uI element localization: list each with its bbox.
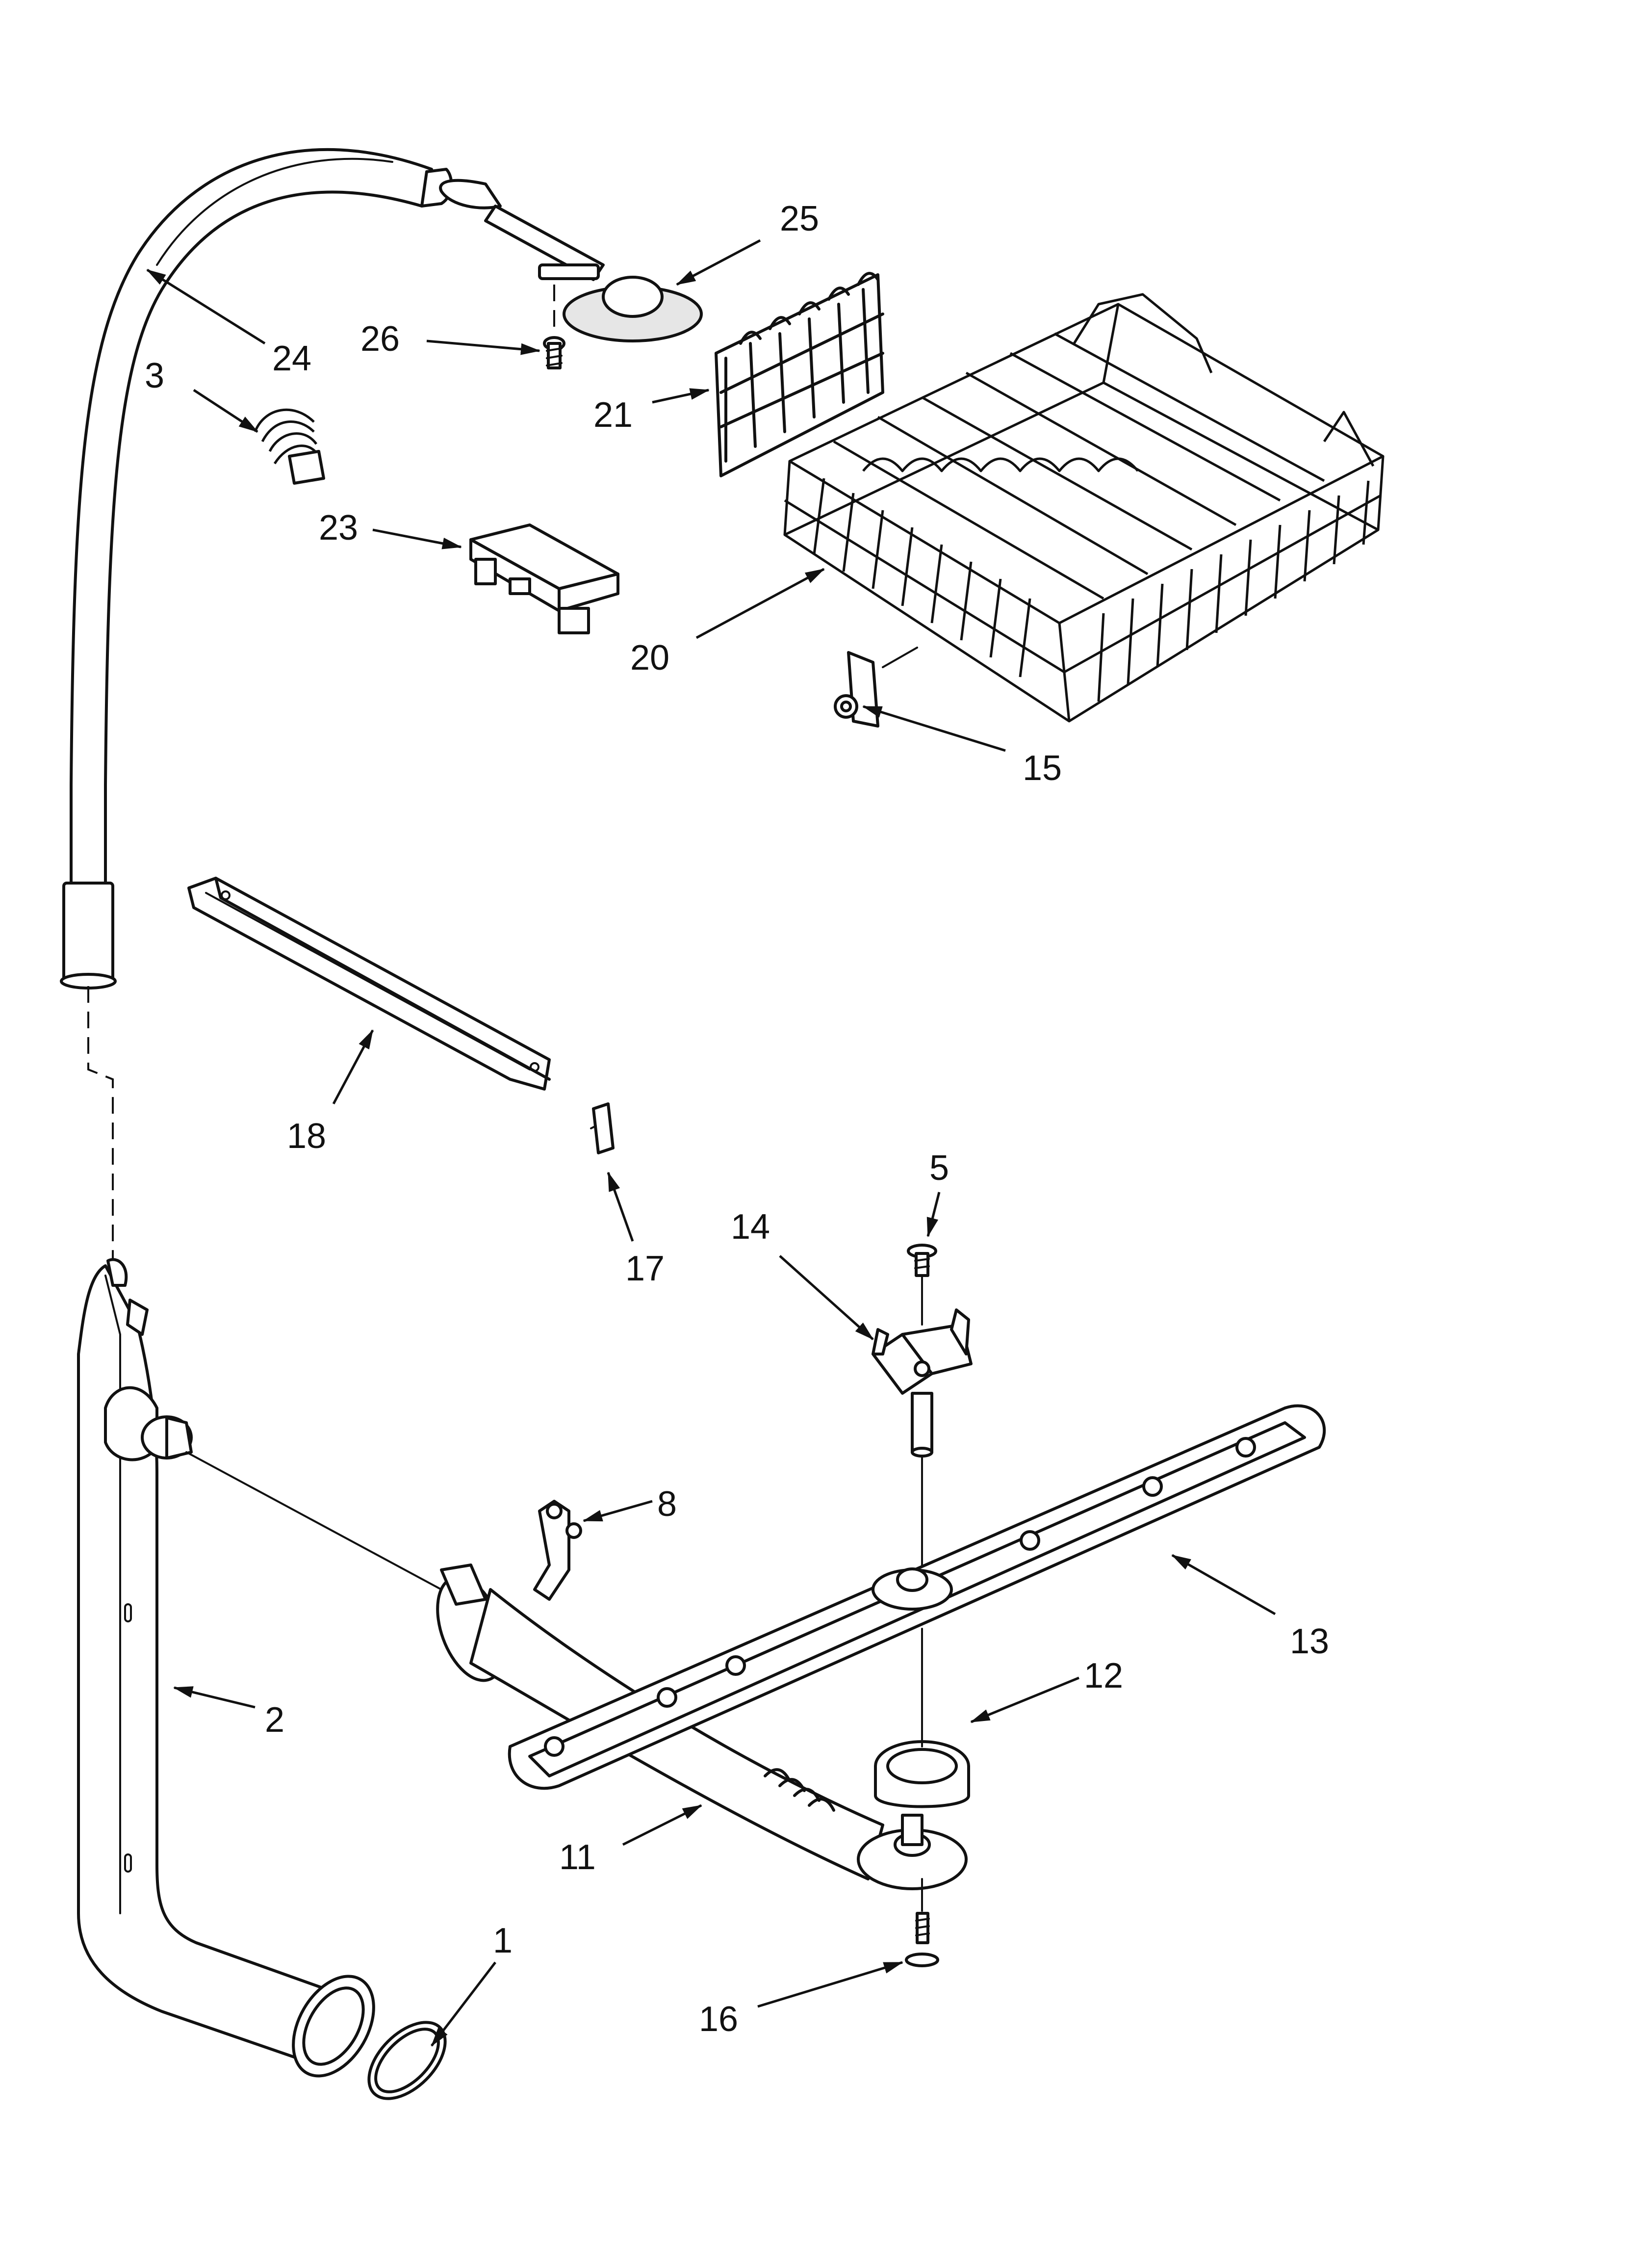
leader-8 bbox=[583, 1500, 653, 1522]
screw-part-5 bbox=[907, 1244, 937, 1277]
leader-14 bbox=[779, 1255, 874, 1340]
rack-clip-part bbox=[834, 651, 879, 728]
leader-18 bbox=[332, 1029, 374, 1105]
upper-supply-tube-part bbox=[60, 148, 453, 990]
leader-26 bbox=[426, 339, 540, 355]
callout-11: 11 bbox=[559, 1838, 596, 1877]
wire-clip-part bbox=[254, 408, 325, 485]
clip-alignment bbox=[882, 647, 918, 668]
leader-23 bbox=[372, 528, 462, 549]
callout-23: 23 bbox=[319, 508, 358, 547]
leader-24 bbox=[146, 268, 266, 345]
leader-12 bbox=[970, 1676, 1079, 1723]
leader-21 bbox=[652, 388, 710, 404]
callout-3: 3 bbox=[145, 356, 164, 395]
leader-1 bbox=[431, 1961, 496, 2047]
leader-16 bbox=[757, 1961, 903, 2008]
rack-rail-part bbox=[187, 877, 551, 1091]
leader-17 bbox=[607, 1172, 634, 1242]
callout-24: 24 bbox=[272, 339, 311, 378]
callout-25: 25 bbox=[780, 199, 819, 238]
leader-11 bbox=[622, 1804, 702, 1846]
callout-labels: 1 2 3 5 8 11 12 13 14 15 16 17 18 20 21 … bbox=[145, 199, 1329, 2039]
manifold-connection-line bbox=[185, 1451, 442, 1590]
callout-17: 17 bbox=[625, 1249, 665, 1288]
mount-bracket-part bbox=[533, 1500, 582, 1601]
callout-14: 14 bbox=[731, 1207, 770, 1247]
callout-16: 16 bbox=[699, 2000, 738, 2039]
callout-5: 5 bbox=[929, 1148, 949, 1188]
upper-rack-part bbox=[783, 293, 1385, 723]
callout-18: 18 bbox=[287, 1117, 326, 1156]
callout-20: 20 bbox=[630, 638, 669, 678]
leader-2 bbox=[173, 1686, 256, 1709]
callout-leaders bbox=[146, 239, 1276, 2047]
leader-25 bbox=[676, 239, 761, 286]
callout-12: 12 bbox=[1084, 1656, 1123, 1695]
screw-part-26 bbox=[543, 336, 565, 369]
tube-alignment-line bbox=[87, 986, 114, 1276]
leader-13 bbox=[1171, 1554, 1276, 1616]
hub-bracket-part bbox=[872, 1308, 973, 1458]
callout-13: 13 bbox=[1290, 1622, 1329, 1661]
callout-26: 26 bbox=[360, 319, 400, 359]
hub-ring-part bbox=[874, 1740, 970, 1808]
leader-20 bbox=[695, 568, 825, 639]
callout-2: 2 bbox=[265, 1700, 284, 1740]
spray-arm-part bbox=[508, 1404, 1326, 1790]
rack-stop-part bbox=[469, 523, 619, 634]
leader-5 bbox=[926, 1192, 941, 1237]
leader-15 bbox=[862, 705, 1006, 752]
callout-8: 8 bbox=[657, 1485, 677, 1524]
rail-endcap-part bbox=[590, 1102, 615, 1154]
lower-manifold-part bbox=[77, 1258, 375, 2078]
callout-21: 21 bbox=[593, 395, 633, 435]
gasket-part bbox=[367, 2021, 447, 2100]
callout-1: 1 bbox=[493, 1921, 513, 1960]
spray-nozzle-part bbox=[439, 179, 703, 342]
callout-15: 15 bbox=[1023, 749, 1062, 788]
shelf-insert-part bbox=[715, 272, 884, 477]
screw-part-16 bbox=[905, 1912, 939, 1967]
leader-3 bbox=[193, 389, 258, 433]
